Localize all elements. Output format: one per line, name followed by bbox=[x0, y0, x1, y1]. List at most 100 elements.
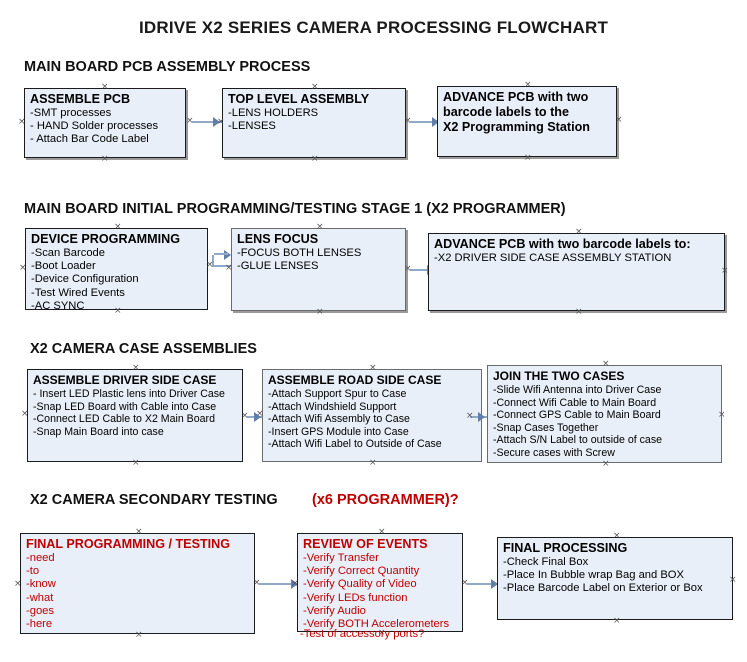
box-line: -Place Barcode Label on Exterior or Box bbox=[503, 582, 703, 595]
handle-top[interactable] bbox=[378, 529, 385, 536]
handle-top[interactable] bbox=[575, 229, 582, 236]
handle-bottom[interactable] bbox=[369, 460, 376, 467]
handle-left[interactable] bbox=[291, 581, 298, 588]
box-title: DEVICE PROGRAMMING bbox=[31, 232, 181, 246]
box-title: JOIN THE TWO CASES bbox=[493, 369, 625, 383]
handle-top[interactable] bbox=[101, 84, 108, 91]
section-heading-secondary-testing-note: (x6 PROGRAMMER)? bbox=[312, 492, 459, 508]
handle-top[interactable] bbox=[602, 361, 609, 368]
box-assemble-road-side-case[interactable]: ASSEMBLE ROAD SIDE CASE -Attach Support … bbox=[262, 369, 482, 462]
box-line: -X2 DRIVER SIDE CASE ASSEMBLY STATION bbox=[434, 252, 672, 264]
box-line: -Verify LEDs function bbox=[303, 591, 408, 604]
handle-top[interactable] bbox=[369, 365, 376, 372]
box-title: LENS FOCUS bbox=[237, 232, 319, 246]
handle-top[interactable] bbox=[132, 365, 139, 372]
handle-top[interactable] bbox=[524, 82, 531, 89]
box-assemble-pcb[interactable]: ASSEMBLE PCB -SMT processes - HAND Solde… bbox=[24, 88, 186, 158]
box-line: -Boot Loader bbox=[31, 260, 96, 273]
handle-bottom[interactable] bbox=[114, 308, 121, 315]
box-advance-pcb-driver-station[interactable]: ADVANCE PCB with two barcode labels to: … bbox=[428, 233, 725, 311]
handle-right[interactable] bbox=[718, 412, 725, 419]
box-line: -Secure cases with Screw bbox=[493, 446, 615, 459]
handle-top[interactable] bbox=[311, 84, 318, 91]
handle-connector-start[interactable] bbox=[461, 580, 468, 587]
handle-bottom[interactable] bbox=[311, 156, 318, 163]
box-title: FINAL PROCESSING bbox=[503, 541, 628, 555]
handle-bottom[interactable] bbox=[101, 156, 108, 163]
handle-left[interactable] bbox=[21, 411, 28, 418]
box-line: -Verify Audio bbox=[303, 604, 366, 617]
box-title: TOP LEVEL ASSEMBLY bbox=[228, 92, 370, 106]
handle-left[interactable] bbox=[217, 119, 224, 126]
connector-top-level-to-advance bbox=[410, 121, 444, 123]
box-line: -Test Wired Events bbox=[31, 286, 125, 299]
connector-lens-to-advance2 bbox=[410, 269, 438, 271]
box-top-level-assembly[interactable]: TOP LEVEL ASSEMBLY -LENS HOLDERS -LENSES bbox=[222, 88, 406, 158]
box-line: -Insert GPS Module into Case bbox=[268, 425, 409, 438]
box-line: -goes bbox=[26, 604, 54, 617]
handle-connector-start[interactable] bbox=[404, 118, 411, 125]
box-device-programming[interactable]: DEVICE PROGRAMMING -Scan Barcode -Boot L… bbox=[25, 228, 208, 312]
handle-left[interactable] bbox=[19, 265, 26, 272]
arrow-icon bbox=[491, 579, 498, 589]
box-line: barcode labels to the bbox=[443, 105, 569, 119]
arrow-icon bbox=[478, 412, 485, 422]
box-title: REVIEW OF EVENTS bbox=[303, 537, 428, 551]
box-line: -Device Configuration bbox=[31, 273, 139, 286]
handle-top[interactable] bbox=[135, 529, 142, 536]
box-line: -Connect GPS Cable to Main Board bbox=[493, 409, 661, 422]
page-title: IDRIVE X2 SERIES CAMERA PROCESSING FLOWC… bbox=[138, 18, 609, 37]
handle-right[interactable] bbox=[721, 268, 728, 275]
handle-right[interactable] bbox=[729, 577, 736, 584]
handle-bottom[interactable] bbox=[132, 460, 139, 467]
box-assemble-driver-side-case[interactable]: ASSEMBLE DRIVER SIDE CASE - Insert LED P… bbox=[27, 369, 243, 462]
box-final-programming-testing[interactable]: FINAL PROGRAMMING / TESTING -need -to -k… bbox=[20, 533, 255, 634]
box-line: -Attach Support Spur to Case bbox=[268, 388, 407, 400]
arrow-icon bbox=[224, 250, 231, 260]
box-line: -Connect LED Cable to X2 Main Board bbox=[33, 413, 215, 426]
box-advance-pcb-station[interactable]: ADVANCE PCB with two barcode labels to t… bbox=[437, 86, 617, 157]
box-line: -Verify BOTH Accelerometers bbox=[303, 618, 450, 631]
handle-bottom[interactable] bbox=[316, 309, 323, 316]
handle-left[interactable] bbox=[14, 581, 21, 588]
handle-connector-start[interactable] bbox=[206, 262, 213, 269]
handle-bottom[interactable] bbox=[575, 309, 582, 316]
handle-connector-start[interactable] bbox=[241, 413, 248, 420]
handle-bottom[interactable] bbox=[135, 632, 142, 639]
box-line: -Attach S/N Label to outside of case bbox=[493, 434, 663, 447]
handle-bottom[interactable] bbox=[524, 155, 531, 162]
connector-final-prog-to-review bbox=[259, 583, 301, 585]
box-title: ASSEMBLE DRIVER SIDE CASE bbox=[33, 373, 217, 387]
handle-connector-start[interactable] bbox=[404, 266, 411, 273]
handle-connector-start[interactable] bbox=[186, 118, 193, 125]
box-line: - Insert LED Plastic lens into Driver Ca… bbox=[33, 388, 225, 400]
handle-connector-start[interactable] bbox=[466, 413, 473, 420]
handle-bottom[interactable] bbox=[613, 618, 620, 625]
handle-connector-start[interactable] bbox=[253, 580, 260, 587]
box-line: -LENSES bbox=[228, 120, 276, 133]
box-line: -Scan Barcode bbox=[31, 247, 106, 259]
box-line: -need bbox=[26, 552, 55, 564]
handle-top[interactable] bbox=[316, 224, 323, 231]
box-line: -Slide Wifi Antenna into Driver Case bbox=[493, 384, 662, 396]
box-line: -Attach Wifi Label to Outside of Case bbox=[268, 438, 442, 451]
box-lens-focus[interactable]: LENS FOCUS -FOCUS BOTH LENSES -GLUE LENS… bbox=[231, 228, 406, 311]
section-heading-secondary-testing: X2 CAMERA SECONDARY TESTING bbox=[30, 492, 278, 508]
handle-right[interactable] bbox=[615, 117, 622, 124]
box-review-of-events[interactable]: REVIEW OF EVENTS -Verify Transfer -Verif… bbox=[297, 533, 463, 632]
box-line: -Snap Main Board into case bbox=[33, 425, 164, 438]
handle-left[interactable] bbox=[18, 119, 25, 126]
handle-top[interactable] bbox=[613, 533, 620, 540]
handle-bottom[interactable] bbox=[602, 461, 609, 468]
box-line: -Verify Correct Quantity bbox=[303, 565, 420, 578]
handle-left[interactable] bbox=[225, 265, 232, 272]
box-join-the-two-cases[interactable]: JOIN THE TWO CASES -Slide Wifi Antenna i… bbox=[487, 365, 722, 463]
box-line: -AC SYNC bbox=[31, 299, 85, 312]
box-final-processing[interactable]: FINAL PROCESSING -Check Final Box -Place… bbox=[497, 537, 733, 620]
box-title: ASSEMBLE PCB bbox=[30, 92, 131, 106]
box-line: - HAND Solder processes bbox=[30, 120, 159, 133]
handle-top[interactable] bbox=[114, 224, 121, 231]
box-line: -Snap Cases Together bbox=[493, 421, 599, 434]
handle-left[interactable] bbox=[256, 411, 263, 418]
